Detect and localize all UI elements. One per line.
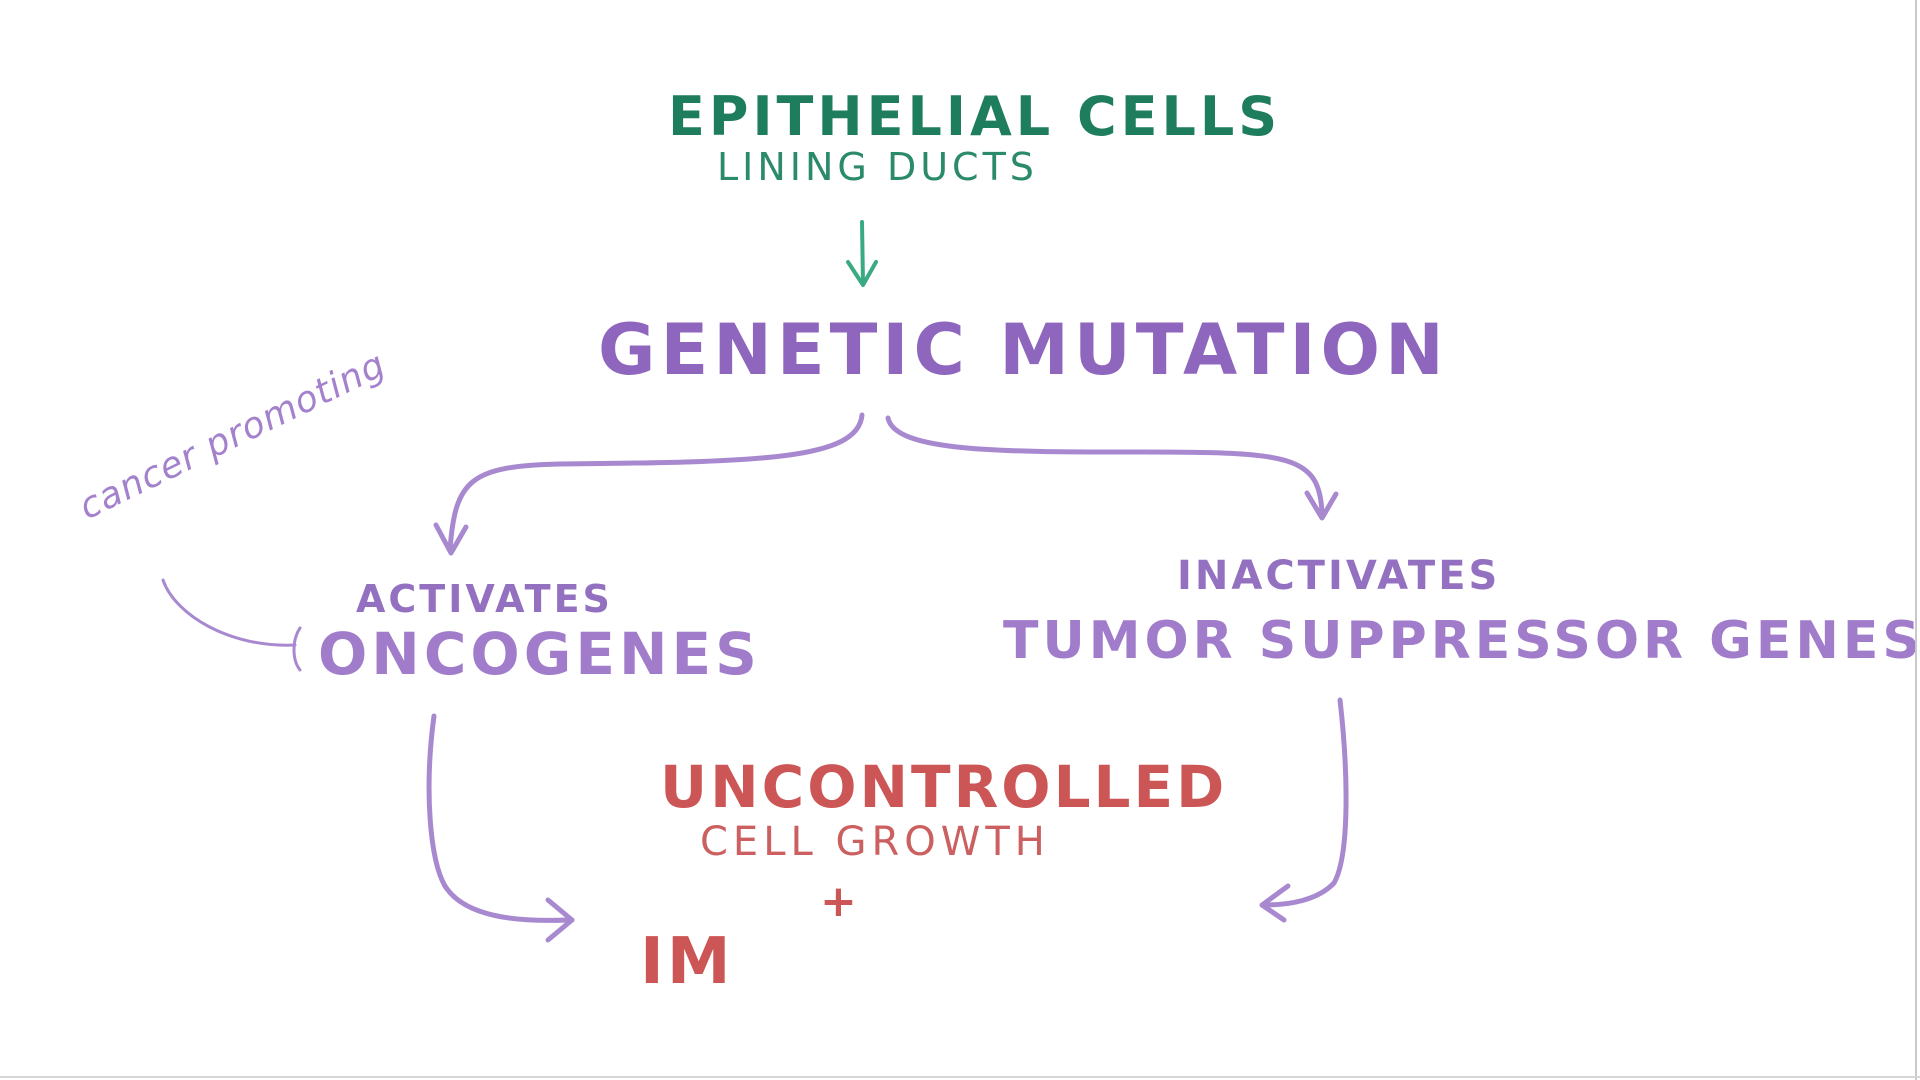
left-branch-arrow bbox=[433, 412, 865, 556]
tumor-suppressor-genes-label: TUMOR SUPPRESSOR GENES bbox=[1003, 611, 1920, 671]
oncogenes-to-im-arrow bbox=[426, 713, 575, 943]
genetic-mutation-title: GENETIC MUTATION bbox=[598, 309, 1449, 391]
green-down-arrow bbox=[846, 220, 878, 287]
oncogenes-label: ONCOGENES bbox=[318, 620, 761, 688]
epithelial-cells-title: EPITHELIAL CELLS bbox=[668, 85, 1282, 148]
frame-right-edge bbox=[1915, 0, 1917, 1080]
inactivates-label: INACTIVATES bbox=[1177, 553, 1501, 599]
plus-sign: + bbox=[820, 876, 860, 927]
frame-bottom-edge bbox=[0, 1076, 1920, 1078]
im-partial-text: IM bbox=[640, 925, 734, 999]
right-branch-arrow bbox=[885, 415, 1339, 521]
cancer-promoting-bracket bbox=[161, 578, 302, 672]
tumor-to-im-arrow bbox=[1259, 697, 1349, 923]
activates-label: ACTIVATES bbox=[356, 577, 613, 621]
uncontrolled-title: UNCONTROLLED bbox=[660, 753, 1228, 821]
cell-growth-subtitle: CELL GROWTH bbox=[700, 819, 1050, 865]
lining-ducts-subtitle: LINING DUCTS bbox=[717, 145, 1038, 189]
